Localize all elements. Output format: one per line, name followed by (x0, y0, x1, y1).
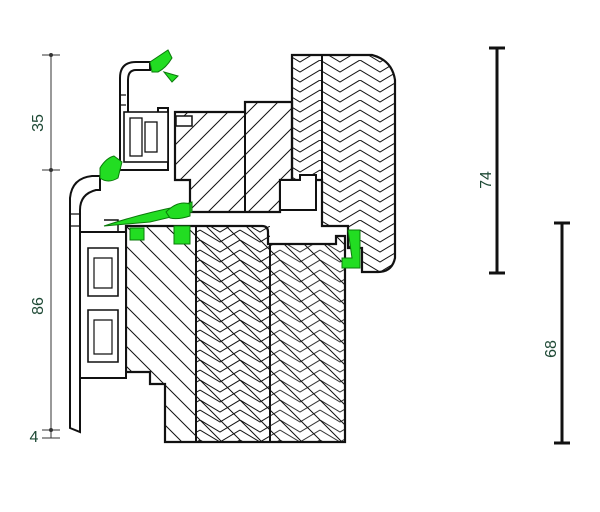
bottom-offset-label: 4 (30, 429, 39, 446)
gasket-mid-frame (99, 155, 123, 182)
sash-wood-section (173, 53, 397, 274)
frame-depth-dimension-line (554, 221, 570, 445)
frame-wood-section (124, 224, 347, 444)
frame-depth-label: 68 (543, 340, 560, 358)
sash-depth-dimension-line (489, 46, 505, 275)
frame-height-label: 86 (30, 297, 47, 315)
frame-aluminium-cladding (69, 175, 127, 434)
sash-aluminium-cladding (119, 61, 169, 171)
gasket-frame-rebate (341, 229, 361, 269)
gasket-top-sash (149, 49, 179, 83)
left-dimension-line (42, 53, 60, 439)
gasket-center-seal (103, 201, 193, 245)
sash-depth-label: 74 (478, 171, 495, 189)
sash-height-label: 35 (30, 114, 47, 132)
